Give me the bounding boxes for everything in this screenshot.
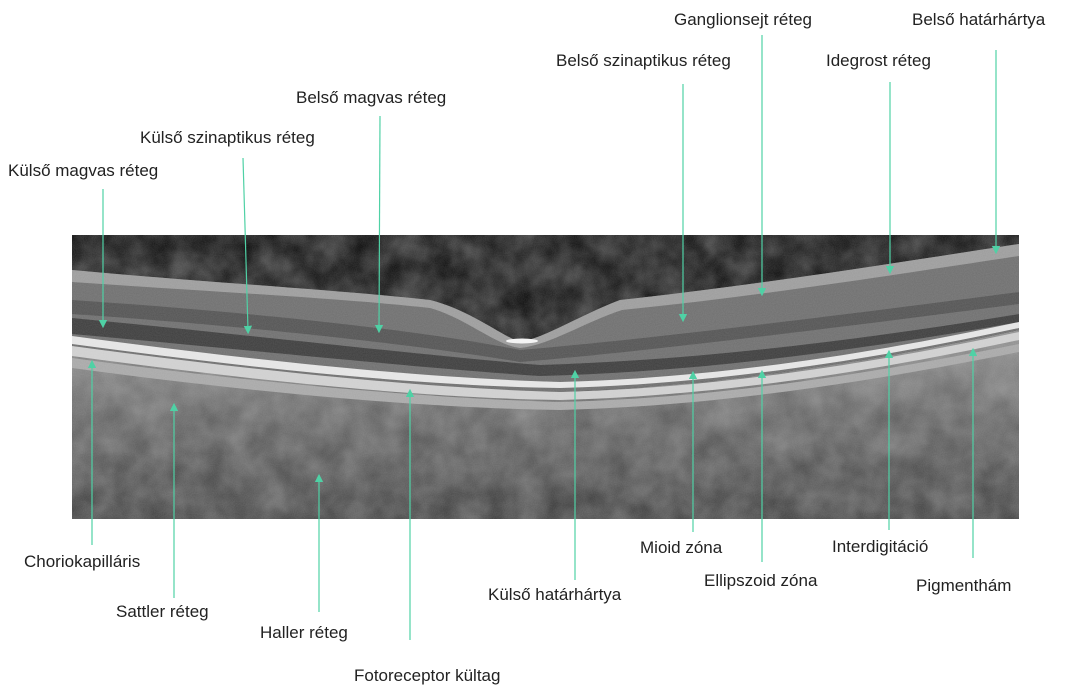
label-idegrost: Idegrost réteg [826, 51, 931, 70]
label-ganglionsejt: Ganglionsejt réteg [674, 10, 812, 29]
oct-scan-image [72, 235, 1019, 519]
label-pigmentham: Pigmenthám [916, 576, 1011, 595]
label-kulso-szinaptikus: Külső szinaptikus réteg [140, 128, 315, 147]
label-interdigitacio: Interdigitáció [832, 537, 928, 556]
label-ellipszoid: Ellipszoid zóna [704, 571, 818, 590]
label-sattler: Sattler réteg [116, 602, 209, 621]
label-belso-hatarhartya: Belső határhártya [912, 10, 1046, 29]
label-belso-szinaptikus: Belső szinaptikus réteg [556, 51, 731, 70]
label-kulso-hatarhartya: Külső határhártya [488, 585, 622, 604]
label-kulso-magvas: Külső magvas réteg [8, 161, 158, 180]
label-belso-magvas: Belső magvas réteg [296, 88, 446, 107]
label-choriokapillaris: Choriokapilláris [24, 552, 140, 571]
label-fotoreceptor: Fotoreceptor kültag [354, 666, 500, 685]
label-mioid: Mioid zóna [640, 538, 723, 557]
label-haller: Haller réteg [260, 623, 348, 642]
